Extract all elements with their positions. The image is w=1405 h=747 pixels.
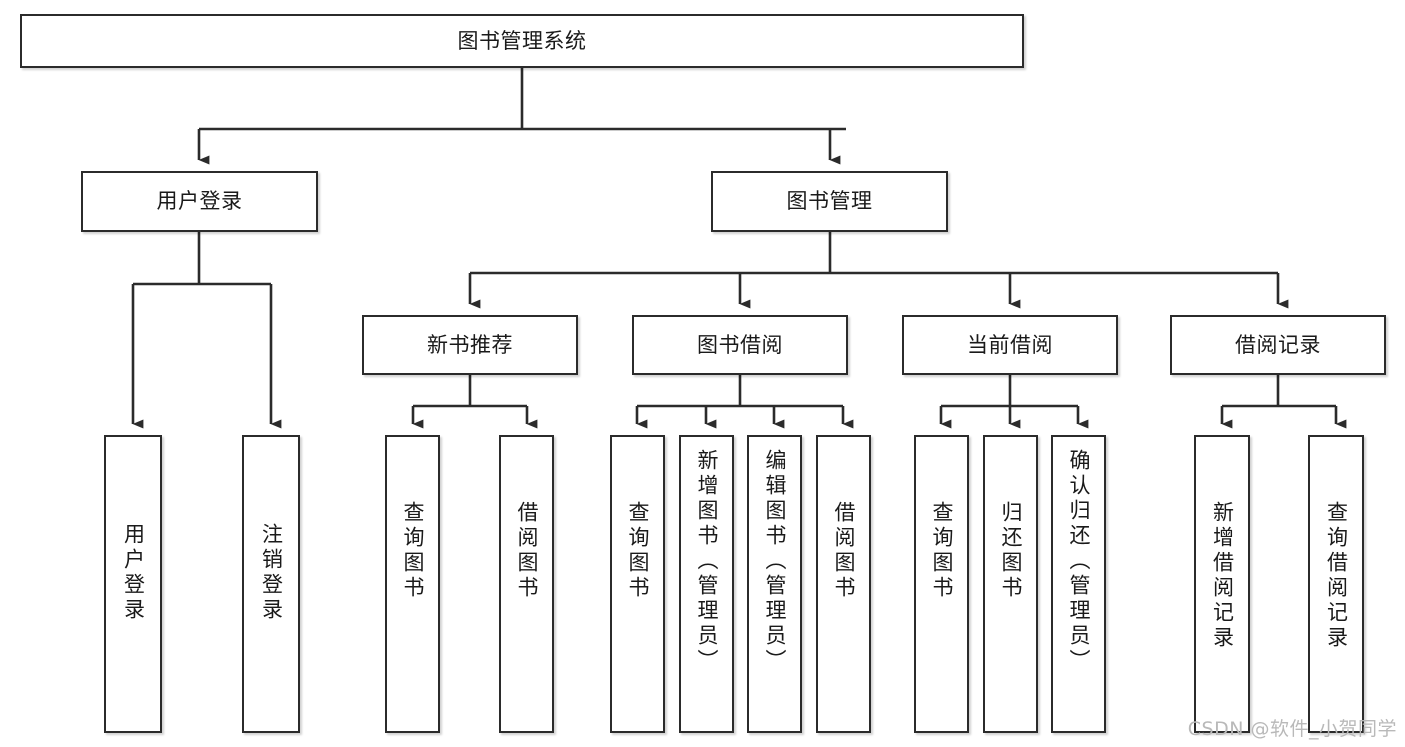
node-leaf-confirm-return-label: 确认归还（管理员） [1067, 449, 1091, 674]
node-leaf-borrow-book-2[interactable]: 借阅图书 [816, 435, 871, 733]
node-leaf-confirm-return[interactable]: 确认归还（管理员） [1051, 435, 1106, 733]
node-leaf-query-book-1-label: 查询图书 [401, 501, 425, 601]
node-leaf-query-book-2-label: 查询图书 [626, 501, 650, 601]
node-leaf-query-book-1[interactable]: 查询图书 [385, 435, 440, 733]
node-leaf-query-book-3[interactable]: 查询图书 [914, 435, 969, 733]
node-leaf-borrow-book-1-label: 借阅图书 [515, 501, 539, 601]
node-borrow-record[interactable]: 借阅记录 [1170, 315, 1386, 375]
node-leaf-user-logout-label: 注销登录 [259, 523, 284, 623]
node-leaf-user-login[interactable]: 用户登录 [104, 435, 162, 733]
node-new-book-recommend-label: 新书推荐 [427, 332, 513, 357]
node-book-management[interactable]: 图书管理 [711, 171, 948, 232]
node-book-borrow-label: 图书借阅 [697, 332, 783, 357]
node-current-borrow-label: 当前借阅 [967, 332, 1053, 357]
node-current-borrow[interactable]: 当前借阅 [902, 315, 1118, 375]
node-book-borrow[interactable]: 图书借阅 [632, 315, 848, 375]
node-book-management-label: 图书管理 [786, 189, 873, 214]
node-leaf-borrow-book-2-label: 借阅图书 [832, 501, 856, 601]
node-leaf-return-book-label: 归还图书 [999, 501, 1023, 601]
node-root[interactable]: 图书管理系统 [20, 14, 1024, 68]
node-user-login-label: 用户登录 [156, 189, 243, 214]
node-leaf-add-record-label: 新增借阅记录 [1210, 501, 1235, 651]
node-new-book-recommend[interactable]: 新书推荐 [362, 315, 578, 375]
node-user-login[interactable]: 用户登录 [81, 171, 318, 232]
node-leaf-query-record[interactable]: 查询借阅记录 [1308, 435, 1364, 733]
node-borrow-record-label: 借阅记录 [1235, 332, 1321, 357]
node-leaf-add-book[interactable]: 新增图书（管理员） [679, 435, 734, 733]
node-leaf-return-book[interactable]: 归还图书 [983, 435, 1038, 733]
node-leaf-query-book-2[interactable]: 查询图书 [610, 435, 665, 733]
node-leaf-query-book-3-label: 查询图书 [930, 501, 954, 601]
node-leaf-edit-book[interactable]: 编辑图书（管理员） [747, 435, 802, 733]
node-leaf-query-record-label: 查询借阅记录 [1324, 501, 1349, 651]
node-root-label: 图书管理系统 [457, 28, 587, 53]
watermark-text: CSDN @软件_小贺同学 [1187, 718, 1397, 740]
node-leaf-edit-book-label: 编辑图书（管理员） [763, 449, 787, 674]
node-leaf-user-login-label: 用户登录 [121, 523, 146, 623]
node-leaf-user-logout[interactable]: 注销登录 [242, 435, 300, 733]
node-leaf-borrow-book-1[interactable]: 借阅图书 [499, 435, 554, 733]
node-leaf-add-record[interactable]: 新增借阅记录 [1194, 435, 1250, 733]
node-leaf-add-book-label: 新增图书（管理员） [695, 449, 719, 674]
